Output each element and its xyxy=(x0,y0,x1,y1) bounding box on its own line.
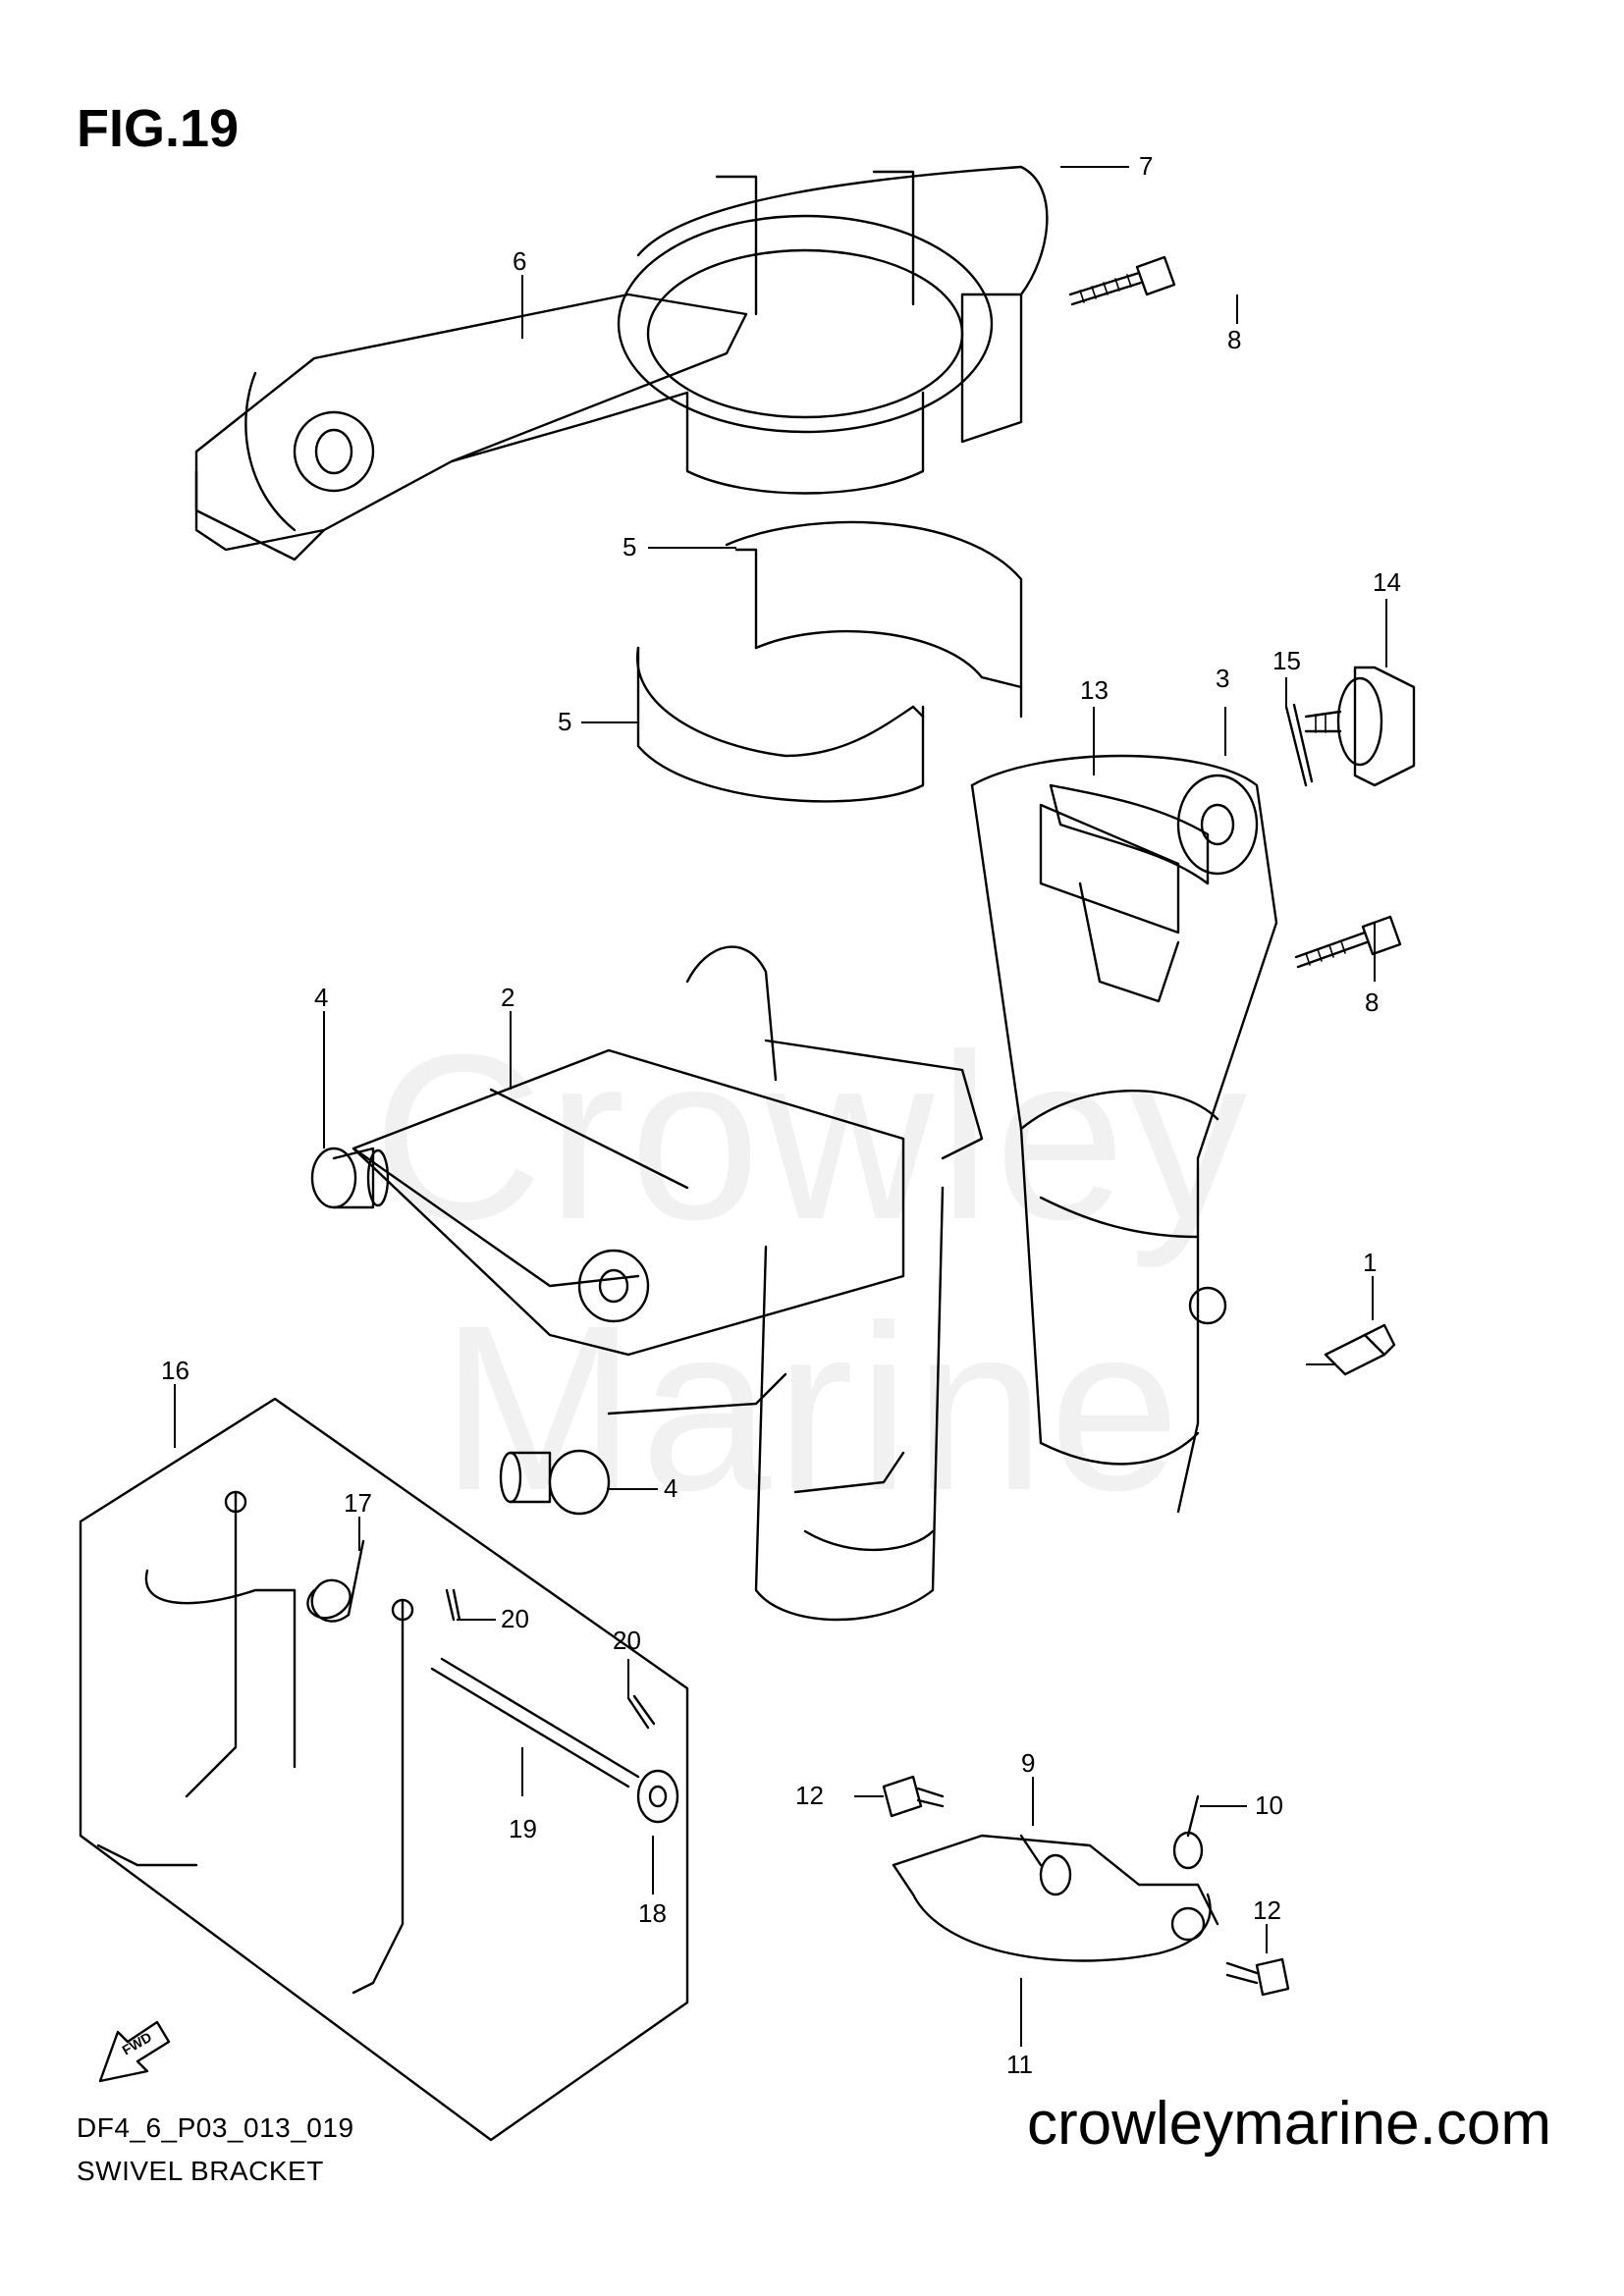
part-13-liner[interactable] xyxy=(1049,783,1210,885)
callout-16: 16 xyxy=(161,1356,189,1385)
callout-6: 6 xyxy=(513,246,526,276)
callout-4: 4 xyxy=(314,983,328,1012)
drawing-code: DF4_6_P03_013_019 xyxy=(77,2112,354,2143)
part-12-bolt-left[interactable] xyxy=(882,1775,945,1818)
watermark: Crowley Marine xyxy=(372,1005,1252,1539)
callout-10: 10 xyxy=(1255,1790,1283,1820)
callout-5: 5 xyxy=(558,707,571,736)
part-20-cotter-pin-1[interactable] xyxy=(445,1588,461,1622)
part-3-swivel-bracket[interactable] xyxy=(970,754,1278,1514)
callout-20: 20 xyxy=(501,1604,529,1633)
callout-12: 12 xyxy=(1253,1896,1281,1925)
callout-numbers: 7 6 8 5 5 14 15 3 13 8 4 2 1 16 17 4 20 … xyxy=(161,151,1401,2079)
callout-5: 5 xyxy=(623,532,636,561)
callout-19: 19 xyxy=(509,1814,537,1843)
callout-1: 1 xyxy=(1363,1248,1377,1277)
figure-title: FIG.19 xyxy=(77,99,240,158)
part-16-tilt-lever-assembly[interactable] xyxy=(79,1397,689,2142)
part-8-bolt-upper[interactable] xyxy=(1068,255,1176,306)
callout-12: 12 xyxy=(795,1781,824,1810)
callout-17: 17 xyxy=(344,1488,372,1518)
part-20-cotter-pin-2[interactable] xyxy=(626,1694,656,1730)
part-4-bushing-upper[interactable] xyxy=(310,1147,390,1209)
callout-15: 15 xyxy=(1272,646,1301,675)
leader-lines xyxy=(174,166,1387,2047)
part-7-upper-ring[interactable] xyxy=(617,165,1049,495)
callout-20: 20 xyxy=(613,1626,641,1655)
part-5-bushing-upper[interactable] xyxy=(725,520,1023,719)
part-12-bolt-right[interactable] xyxy=(1225,1957,1290,1997)
part-1-grease-nipple[interactable] xyxy=(1324,1323,1396,1376)
fwd-arrow: FWD xyxy=(98,2020,171,2083)
callout-11: 11 xyxy=(1006,2050,1033,2079)
part-9-spring[interactable] xyxy=(1019,1834,1072,1896)
part-2-lower-tube[interactable] xyxy=(607,1186,945,1622)
part-6-upper-arm[interactable] xyxy=(194,293,748,561)
callout-8: 8 xyxy=(1365,988,1379,1017)
callout-7: 7 xyxy=(1139,151,1153,181)
part-2-stern-bracket[interactable] xyxy=(352,945,984,1357)
part-17-spring[interactable] xyxy=(306,1539,365,1623)
callout-8: 8 xyxy=(1227,325,1241,354)
part-10-spring[interactable] xyxy=(1172,1794,1204,1870)
callout-3: 3 xyxy=(1216,664,1229,693)
part-19-pin[interactable] xyxy=(430,1657,640,1789)
callout-2: 2 xyxy=(501,983,514,1012)
site-link[interactable]: crowleymarine.com xyxy=(1026,2090,1551,2158)
callout-4: 4 xyxy=(664,1473,677,1503)
part-5-bushing-lower[interactable] xyxy=(635,646,925,803)
drawing-name: SWIVEL BRACKET xyxy=(77,2156,324,2186)
part-15-cotter-pin[interactable] xyxy=(1284,703,1314,787)
callout-13: 13 xyxy=(1080,675,1109,705)
part-11-lower-plate[interactable] xyxy=(892,1834,1219,1962)
part-4-bushing-lower[interactable] xyxy=(499,1449,611,1516)
callout-18: 18 xyxy=(638,1898,667,1928)
callout-9: 9 xyxy=(1021,1748,1035,1778)
part-8-bolt-lower[interactable] xyxy=(1294,915,1402,969)
part-14-knob[interactable] xyxy=(1304,666,1416,787)
part-18-washer[interactable] xyxy=(636,1769,679,1824)
callout-14: 14 xyxy=(1373,567,1401,597)
